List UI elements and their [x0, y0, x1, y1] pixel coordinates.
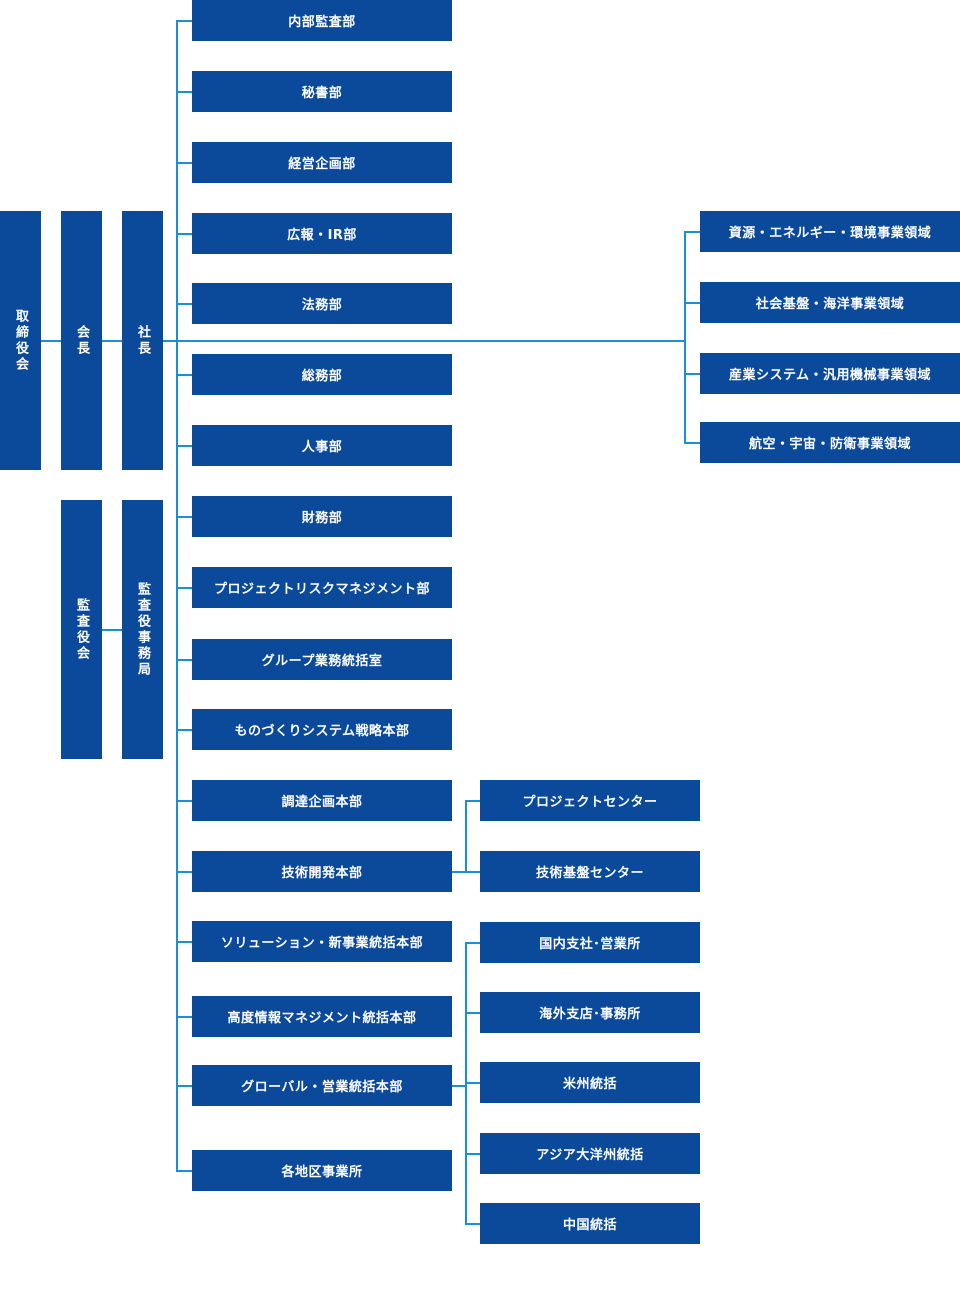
department-box: 調達企画本部	[192, 780, 452, 821]
global-unit-box: 米州統括	[480, 1062, 700, 1103]
department-box: ソリューション・新事業統括本部	[192, 921, 452, 962]
connector-dept-7	[176, 516, 192, 518]
connector-domain-1	[684, 302, 700, 304]
business-domain-box: 社会基盤・海洋事業領域	[700, 282, 960, 323]
connector-domain-2	[684, 373, 700, 375]
connector-domain-3	[684, 442, 700, 444]
business-domain-box: 航空・宇宙・防衛事業領域	[700, 422, 960, 463]
department-box: 内部監査部	[192, 0, 452, 41]
connector-dept-13	[176, 941, 192, 943]
connector-global-2	[465, 1082, 480, 1084]
connector-global-1	[465, 1012, 480, 1014]
department-box: ものづくりシステム戦略本部	[192, 709, 452, 750]
connector-dept-3	[176, 233, 192, 235]
department-box: 法務部	[192, 283, 452, 324]
global-unit-box: アジア大洋州統括	[480, 1133, 700, 1174]
global-unit-box: 国内支社･営業所	[480, 922, 700, 963]
connector-tech-1	[465, 871, 480, 873]
connector-president-main	[162, 340, 685, 342]
department-box: 高度情報マネジメント統括本部	[192, 996, 452, 1037]
department-box: 経営企画部	[192, 142, 452, 183]
connector-tech-main	[452, 871, 466, 873]
connector-dept-5	[176, 374, 192, 376]
connector-global-4	[465, 1223, 480, 1225]
department-box: 総務部	[192, 354, 452, 395]
audit-board: 監査役会	[61, 500, 102, 759]
tech-center-box: 技術基盤センター	[480, 851, 700, 892]
department-box: 秘書部	[192, 71, 452, 112]
department-box: 人事部	[192, 425, 452, 466]
chairman: 会長	[61, 211, 102, 470]
connector-global-3	[465, 1153, 480, 1155]
connector-dept-6	[176, 445, 192, 447]
connector-dept-10	[176, 729, 192, 731]
department-box: 広報・IR部	[192, 213, 452, 254]
department-box: 技術開発本部	[192, 851, 452, 892]
connector-dept-12	[176, 871, 192, 873]
connector-dept-14	[176, 1016, 192, 1018]
connector-domain-spine	[684, 231, 686, 443]
connector-domain-0	[684, 231, 700, 233]
audit-office: 監査役事務局	[122, 500, 163, 759]
tech-center-box: プロジェクトセンター	[480, 780, 700, 821]
connector-chairman-president	[101, 340, 123, 342]
connector-tech-0	[465, 800, 480, 802]
connector-dept-15	[176, 1085, 192, 1087]
department-box: 各地区事業所	[192, 1150, 452, 1191]
connector-global-main	[452, 1085, 466, 1087]
connector-dept-16	[176, 1170, 192, 1172]
connector-dept-2	[176, 162, 192, 164]
global-unit-box: 中国統括	[480, 1203, 700, 1244]
connector-dept-1	[176, 91, 192, 93]
connector-board-chairman	[40, 340, 62, 342]
connector-global-0	[465, 942, 480, 944]
connector-department-spine	[176, 20, 178, 1171]
department-box: グループ業務統括室	[192, 639, 452, 680]
connector-dept-0	[176, 20, 192, 22]
business-domain-box: 資源・エネルギー・環境事業領域	[700, 211, 960, 252]
department-box: 財務部	[192, 496, 452, 537]
global-unit-box: 海外支店･事務所	[480, 992, 700, 1033]
connector-dept-11	[176, 800, 192, 802]
connector-dept-9	[176, 659, 192, 661]
board-of-directors: 取締役会	[0, 211, 41, 470]
president: 社長	[122, 211, 163, 470]
business-domain-box: 産業システム・汎用機械事業領域	[700, 353, 960, 394]
connector-dept-4	[176, 303, 192, 305]
connector-dept-8	[176, 587, 192, 589]
connector-tech-spine	[465, 800, 467, 872]
department-box: グローバル・営業統括本部	[192, 1065, 452, 1106]
connector-audit-board-office	[101, 629, 123, 631]
department-box: プロジェクトリスクマネジメント部	[192, 567, 452, 608]
